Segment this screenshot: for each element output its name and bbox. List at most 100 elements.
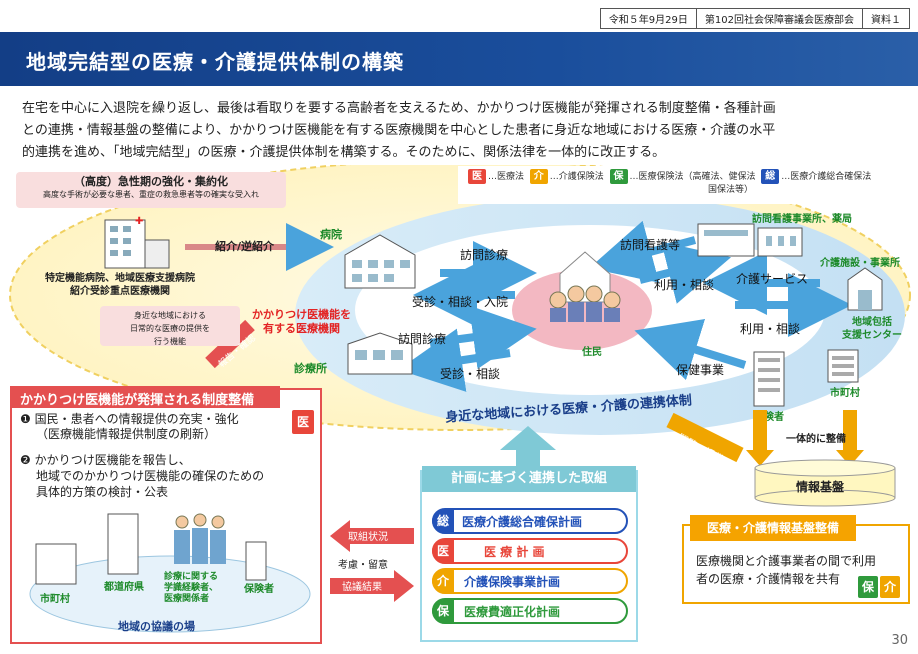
info-base-cylinder	[754, 459, 896, 507]
intro-line-3: 的連携を進め、「地域完結型」の医療・介護提供体制を構築する。そのために、関係法律…	[22, 145, 666, 160]
panel-item-2: ❷ かかりつけ医機能を報告し、 地域でのかかりつけ医機能の確保のための 具体的方…	[20, 452, 264, 500]
residents-label: 住民	[582, 347, 602, 358]
plan-item-care-label: 介護保険事業計画	[464, 574, 561, 589]
kakaritsuke-line-1: かかりつけ医機能を	[252, 308, 352, 321]
info-base-label: 情報基盤	[796, 480, 845, 494]
council-label: 地域の協議の場	[118, 620, 195, 633]
plan-up-arrow	[500, 426, 556, 470]
panel-item-1: ❶ 国民・患者への情報提供の充実・強化 （医療機能情報提供制度の刷新）	[20, 412, 239, 442]
local-med-box: 身近な地域における 日常的な医療の提供を 行う機能	[100, 306, 240, 346]
plan-item-medical-label: 医 療 計 画	[484, 544, 545, 559]
acute-hospital-icon: ✚	[104, 216, 170, 269]
nursing-station-icon	[697, 223, 803, 257]
acute-care-title: （高度）急性期の強化・集約化	[74, 175, 228, 188]
page-title: 地域完結型の医療・介護提供体制の構築	[26, 50, 404, 74]
label-use-consult-2: 利用・相談	[740, 322, 801, 336]
council-experts-line-2: 学識経験者、	[164, 583, 219, 593]
panel-item-2-line-3: 具体的方策の検討・公表	[36, 485, 169, 499]
local-med-line-2: 日常的な医療の提供を	[130, 324, 210, 333]
legend-care-text: …介護保険法	[549, 172, 604, 182]
meta-material: 資料１	[862, 9, 909, 28]
community-center-label: 地域包括 支援センター	[842, 316, 902, 342]
result-label: 協議結果	[342, 582, 382, 593]
panel-item-1-num: ❶	[20, 412, 31, 426]
local-med-line-3: 行う機能	[154, 337, 186, 346]
referral-label: 紹介/逆紹介	[215, 240, 275, 253]
acute-hospital-label: 特定機能病院、地域医療支援病院 紹介受診重点医療機関	[20, 272, 220, 298]
label-home-visit-med-2: 訪問診療	[398, 332, 447, 346]
plan-item-care: 介 介護保険事業計画	[432, 568, 628, 594]
intro-text: 在宅を中心に入退院を繰り返し、最後は看取りを要する高齢者を支えるため、かかりつけ…	[22, 98, 902, 164]
municipality-label: 市町村	[830, 388, 860, 399]
community-center-line-2: 支援センター	[842, 330, 902, 341]
council-city-label: 市町村	[40, 594, 70, 605]
legend-general-text: …医療介護総合確保法	[781, 172, 872, 182]
plan-item-medical: 医 医 療 計 画	[432, 538, 628, 564]
panel-item-2-line-2: 地域でのかかりつけ医機能の確保のための	[36, 469, 265, 483]
label-visit-nursing: 訪問看護等	[620, 238, 681, 252]
info-panel-badge-care: 介	[880, 576, 900, 598]
arrow-health-program	[634, 319, 747, 381]
acute-hospital-line-2: 紹介受診重点医療機関	[70, 286, 170, 297]
council-pref-label: 都道府県	[104, 582, 144, 593]
panel-item-2-line-1: かかりつけ医機能を報告し、	[34, 453, 191, 467]
hospital-icon	[344, 234, 416, 289]
intro-line-1: 在宅を中心に入退院を繰り返し、最後は看取りを要する高齢者を支えるため、かかりつけ…	[22, 101, 776, 116]
legend-badge-insurance: 保	[609, 169, 628, 184]
label-care-service: 介護サービス	[736, 272, 809, 286]
label-use-consult: 利用・相談	[654, 278, 715, 292]
system-panel-head: かかりつけ医機能が発揮される制度整備	[10, 386, 280, 408]
info-panel-line-2: 者の医療・介護情報を共有	[696, 572, 841, 586]
info-panel-badge-insurance: 保	[858, 576, 878, 598]
insurer-label: 保険者	[754, 412, 784, 423]
integrated-label: 一体的に整備	[786, 434, 846, 445]
care-facility-icon	[847, 267, 883, 311]
meta-date: 令和５年9月29日	[600, 9, 696, 28]
legend-badge-medical: 医	[468, 169, 486, 184]
plan-item-insurance: 保 医療費適正化計画	[432, 598, 628, 624]
acute-care-box: （高度）急性期の強化・集約化 高度な手術が必要な患者、重症の救急患者等の確実な受…	[16, 172, 286, 208]
council-insurer-label: 保険者	[244, 584, 274, 595]
panel-item-1-badge: 医	[292, 410, 314, 434]
plan-item-insurance-badge: 保	[432, 600, 454, 622]
legend-badge-general: 総	[761, 169, 780, 184]
panel-item-1-text: 国民・患者への情報提供の充実・強化	[34, 412, 239, 426]
council-diagram	[29, 513, 311, 633]
plan-box: 総 医療介護総合確保計画 医 医 療 計 画 介 介護保険事業計画 保 医療費適…	[420, 470, 638, 642]
care-facility-label: 介護施設・事業所	[820, 258, 900, 269]
council-experts-label: 診療に関する 学識経験者、 医療関係者	[164, 572, 218, 605]
acute-hospital-line-1: 特定機能病院、地域医療支援病院	[45, 273, 195, 284]
label-consult-admit: 受診・相談・入院	[412, 295, 509, 309]
meta-meeting: 第102回社会保障審議会医療部会	[695, 9, 862, 28]
mid-arrows	[330, 520, 414, 602]
municipality-icon	[827, 349, 859, 383]
info-panel-head: 医療・介護情報基盤整備	[690, 515, 856, 541]
plan-item-insurance-label: 医療費適正化計画	[464, 604, 561, 619]
arrow-consult	[398, 328, 511, 392]
legend-insurance-text: …医療保険法（高確法、健保法	[629, 172, 756, 182]
council-experts-line-1: 診療に関する	[164, 572, 219, 582]
kakaritsuke-line-2: 有する医療機関	[263, 322, 341, 335]
consider-label: 考慮・留意	[338, 560, 388, 571]
plan-item-care-badge: 介	[432, 570, 454, 592]
local-med-line-1: 身近な地域における	[134, 311, 206, 320]
document-meta: 令和５年9月29日 第102回社会保障審議会医療部会 資料１	[599, 8, 910, 29]
nursing-station-label: 訪問看護事業所、薬局	[752, 214, 852, 225]
info-panel-text: 医療機関と介護事業者の間で利用 者の医療・介護情報を共有	[696, 552, 876, 588]
legend-badge-care: 介	[529, 169, 548, 184]
panel-item-2-num: ❷	[20, 453, 31, 467]
panel-item-1-sub: （医療機能情報提供制度の刷新）	[36, 427, 217, 441]
arrow-use-consult	[639, 241, 732, 304]
acute-care-sub: 高度な手術が必要な患者、重症の救急患者等の確実な受入れ	[43, 190, 259, 199]
kakaritsuke-label: かかりつけ医機能を 有する医療機関	[252, 308, 351, 336]
label-home-visit-med: 訪問診療	[460, 248, 509, 262]
label-health-program: 保健事業	[676, 363, 725, 377]
residents-icon	[549, 251, 621, 322]
label-consult: 受診・相談	[440, 367, 501, 381]
info-arrows	[666, 410, 864, 466]
plan-head: 計画に基づく連携した取組	[422, 466, 636, 492]
plan-item-general-badge: 総	[432, 510, 454, 532]
hospital-label: 病院	[320, 228, 342, 241]
clinic-icon	[347, 332, 413, 375]
page-number: 30	[891, 633, 908, 648]
